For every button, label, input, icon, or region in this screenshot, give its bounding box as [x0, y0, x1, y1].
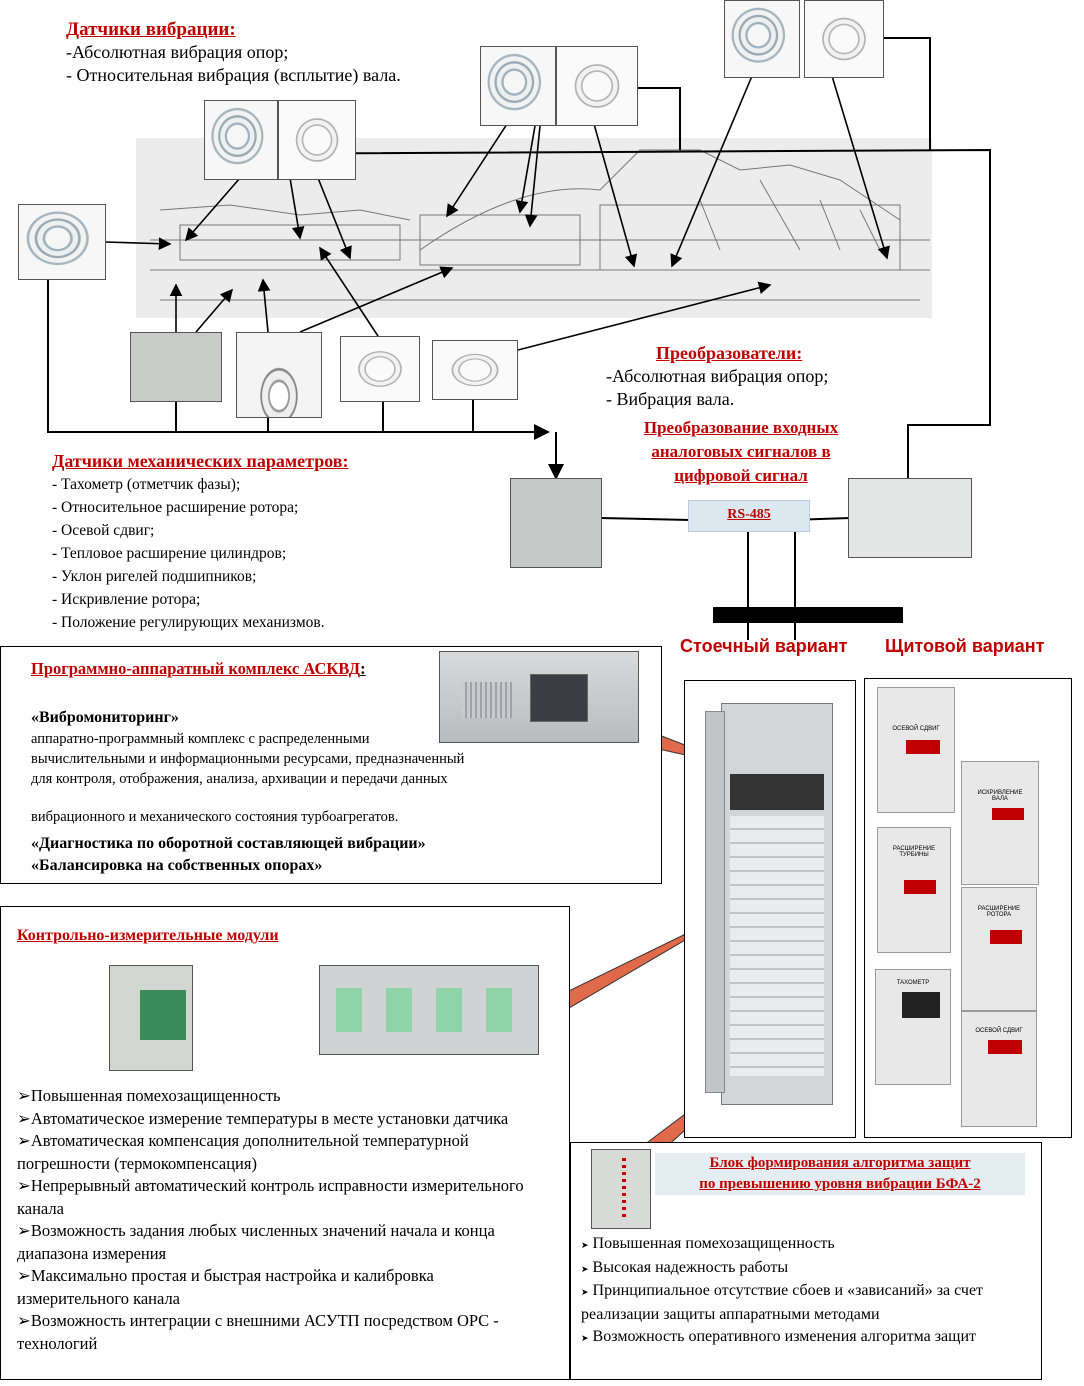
panel-device-shaft-bend: ИСКРИВЛЕНИЕ ВАЛА: [961, 761, 1039, 885]
conversion-line: цифровой сигнал: [674, 466, 808, 485]
mech-sensors-title: Датчики механических параметров:: [52, 451, 349, 471]
bfa-title-line: по превышению уровня вибрации БФА-2: [699, 1176, 981, 1192]
askvd-extra-2: «Балансировка на собственных опорах»: [31, 857, 323, 874]
modules-list-item: ➢Автоматическая компенсация дополнительн…: [17, 1131, 469, 1173]
mech-sensor-item: - Искривление ротора;: [52, 591, 201, 608]
bfa-title: Блок формирования алгоритма защит по пре…: [655, 1153, 1025, 1195]
askvd-title-row: Программно-аппаратный комплекс АСКВД:: [31, 659, 366, 679]
vibration-sensors-block: Датчики вибрации: -Абсолютная вибрация о…: [66, 18, 486, 87]
sensor-probe-photo: [432, 340, 518, 400]
bfa-list-item: ➤ Возможность оперативного изменения алг…: [581, 1328, 977, 1345]
askvd-box: Программно-аппаратный комплекс АСКВД: «В…: [0, 646, 662, 884]
mech-sensor-item: - Тахометр (отметчик фазы);: [52, 476, 241, 493]
panel-variant-frame: ОСЕВОЙ СДВИГ ИСКРИВЛЕНИЕ ВАЛА РАСШИРЕНИЕ…: [864, 678, 1072, 1138]
converters-item: -Абсолютная вибрация опор;: [606, 366, 829, 386]
bfa-list-item: ➤ Повышенная помехозащищенность: [581, 1235, 835, 1252]
mech-sensor-item: - Тепловое расширение цилиндров;: [52, 545, 287, 562]
sensor-cylinder-photo: [236, 332, 322, 418]
vibration-sensors-item: -Абсолютная вибрация опор;: [66, 42, 289, 62]
mech-sensor-item: - Уклон ригелей подшипников;: [52, 568, 257, 585]
sensor-photo-top-right-2: [804, 0, 884, 78]
bfa-box: Блок формирования алгоритма защит по пре…: [570, 1142, 1042, 1380]
modules-box: Контрольно-измерительные модули ➢Повышен…: [0, 906, 570, 1380]
variant-panel-label: Щитовой вариант: [885, 636, 1045, 656]
mech-sensors-block: Датчики механических параметров: - Тахом…: [52, 450, 472, 634]
sensor-photo-left-2: [278, 100, 356, 180]
askvd-desc-line: вычислительными и информационными ресурс…: [31, 751, 465, 767]
modules-list-item: ➢Возможность интеграции с внешними АСУТП…: [17, 1311, 499, 1353]
panel-device-label: РАСШИРЕНИЕ ТУРБИНЫ: [892, 846, 936, 858]
askvd-extra-1: «Диагностика по оборотной составляющей в…: [31, 835, 426, 852]
conversion-line: аналоговых сигналов в: [651, 442, 831, 461]
rs485-label: RS-485: [727, 507, 771, 522]
converter-photo-left: [510, 478, 602, 568]
bfa-list: ➤ Повышенная помехозащищенность ➤ Высока…: [581, 1233, 1031, 1350]
mech-sensor-item: - Относительное расширение ротора;: [52, 499, 299, 516]
converter-photo-right: [848, 478, 972, 558]
modules-title: Контрольно-измерительные модули: [17, 927, 279, 944]
modules-list-item: ➢Непрерывный автоматический контроль исп…: [17, 1176, 524, 1218]
mech-sensor-item: - Осевой сдвиг;: [52, 522, 155, 539]
server-photo: [439, 651, 639, 743]
converters-title: Преобразователи:: [656, 343, 803, 363]
modules-list-item: ➢Возможность задания любых численных зна…: [17, 1221, 495, 1263]
sensor-photo-top-right-1: [724, 0, 800, 78]
modules-list-item: ➢Максимально простая и быстрая настройка…: [17, 1266, 434, 1308]
panel-device-rotor-exp: РАСШИРЕНИЕ РОТОРА: [961, 887, 1037, 1011]
rack-frame: [684, 680, 856, 1138]
modules-list-item: ➢Повышенная помехозащищенность: [17, 1086, 281, 1105]
panel-device-axial-1: ОСЕВОЙ СДВИГ: [877, 687, 955, 813]
modules-list: ➢Повышенная помехозащищенность ➢Автомати…: [17, 1085, 537, 1355]
askvd-title: Программно-аппаратный комплекс АСКВД: [31, 659, 361, 678]
askvd-desc2: вибрационного и механического состояния …: [31, 809, 399, 825]
sensor-photo-far-left: [18, 204, 106, 280]
panel-device-tachometer: ТАХОМЕТР: [875, 969, 951, 1085]
bfa-title-line: Блок формирования алгоритма защит: [709, 1155, 971, 1171]
panel-device-axial-2: ОСЕВОЙ СДВИГ: [961, 1011, 1037, 1127]
vibration-sensors-item: - Относительная вибрация (всплытие) вала…: [66, 65, 401, 85]
askvd-product: «Вибромониторинг»: [31, 709, 179, 726]
modules-list-item: ➢Автоматическое измерение температуры в …: [17, 1108, 509, 1128]
sensor-box-photo: [130, 332, 222, 402]
converters-item: - Вибрация вала.: [606, 389, 735, 409]
askvd-desc: аппаратно-программный комплекс с распред…: [31, 729, 551, 789]
converters-block: Преобразователи: -Абсолютная вибрация оп…: [606, 342, 896, 411]
bfa-list-item: ➤ Высокая надежность работы: [581, 1258, 789, 1276]
panel-device-label: РАСШИРЕНИЕ РОТОРА: [977, 906, 1021, 918]
turbine-outline: [150, 149, 930, 301]
sensor-photo-mid-1: [480, 46, 556, 126]
sensor-photo-left-1: [204, 100, 278, 180]
sensor-coil-photo: [340, 336, 420, 402]
rack-door: [705, 711, 725, 1093]
panel-device-turbine-exp: РАСШИРЕНИЕ ТУРБИНЫ: [877, 827, 951, 953]
askvd-desc-line: для контроля, отображения, анализа, архи…: [31, 771, 448, 787]
variant-rack-label: Стоечный вариант: [680, 636, 848, 656]
bfa-list-item: ➤ Принципиальное отсутствие сбоев и «зав…: [581, 1282, 984, 1323]
vibration-sensors-title: Датчики вибрации:: [66, 19, 236, 40]
askvd-colon: :: [360, 659, 366, 678]
rack-cabinet: [721, 703, 833, 1105]
module-card-photo: [109, 965, 193, 1071]
module-rack-photo: [319, 965, 539, 1055]
bfa-photo: [591, 1149, 651, 1229]
rs485-bus: RS-485: [688, 500, 810, 532]
panel-device-label: ОСЕВОЙ СДВИГ: [892, 726, 940, 732]
sensor-photo-mid-2: [556, 46, 638, 126]
conversion-title: Преобразование входных аналоговых сигнал…: [616, 416, 866, 488]
panel-device-label: ТАХОМЕТР: [896, 980, 930, 986]
mech-sensor-item: - Положение регулирующих механизмов.: [52, 614, 325, 631]
panel-device-label: ИСКРИВЛЕНИЕ ВАЛА: [977, 790, 1023, 802]
conversion-line: Преобразование входных: [643, 418, 839, 437]
askvd-desc-line: аппаратно-программный комплекс с распред…: [31, 731, 370, 747]
panel-device-label: ОСЕВОЙ СДВИГ: [975, 1028, 1023, 1034]
